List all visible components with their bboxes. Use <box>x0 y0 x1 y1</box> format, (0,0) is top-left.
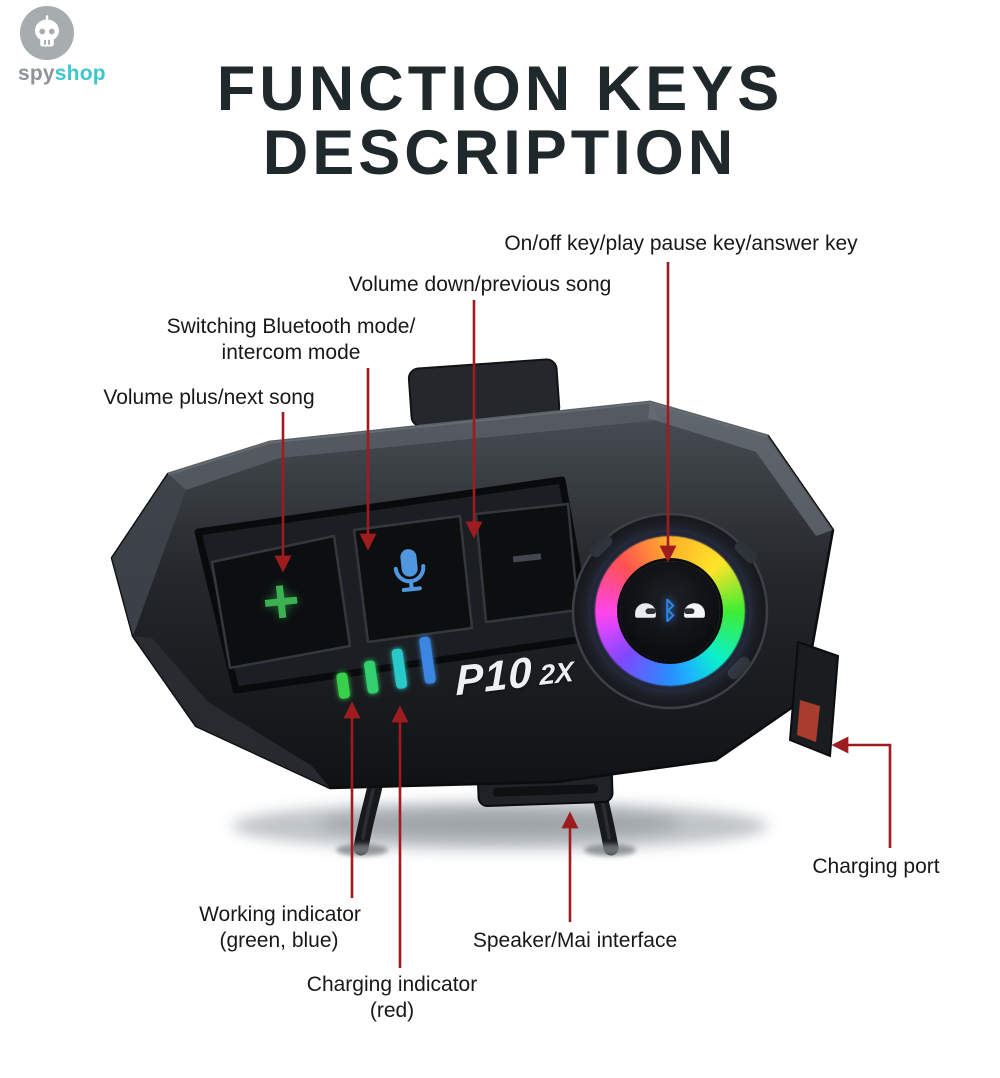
volume-up-glyph: + <box>258 563 304 639</box>
body-top-highlight <box>167 400 769 476</box>
led-bar-2 <box>364 660 379 694</box>
led-bar-3 <box>391 648 408 689</box>
callout-label-power: On/off key/play pause key/answer key <box>504 232 858 255</box>
brand-word-shop: shop <box>54 62 106 85</box>
helmet-right-icon <box>683 602 705 618</box>
body-facet-left-tip <box>112 474 186 636</box>
charging-port-led <box>797 700 820 742</box>
power-key: ᛒ <box>620 561 720 661</box>
callout-label-volume-down: Volume down/previous song <box>348 273 612 296</box>
right-prong-shadow <box>584 844 636 856</box>
body-facet-bottom-left <box>133 636 330 788</box>
callout-label-working-indicator-1: Working indicator <box>199 903 361 926</box>
body-facet-top-left <box>168 402 660 490</box>
left-prong-shadow <box>336 844 388 856</box>
helmet-left-icon <box>635 602 657 618</box>
callout-label-mode-switch-2: intercom mode <box>221 341 361 364</box>
callout-label-working-indicator-2: (green, blue) <box>219 929 339 952</box>
model-variant: 2X <box>539 655 574 692</box>
spy-skull-icon <box>20 6 74 60</box>
skull-glyph <box>35 15 59 47</box>
page-title-line2: DESCRIPTION <box>262 118 738 188</box>
bezel-notch-top-right <box>734 540 758 564</box>
callout-label-charging-indicator-2: (red) <box>369 999 415 1022</box>
microphone-icon <box>393 549 426 593</box>
brand-word-spy: spy <box>18 62 55 85</box>
led-indicator-bars <box>336 636 436 699</box>
volume-up-key <box>210 534 352 670</box>
callout-label-volume-up: Volume plus/next song <box>103 386 315 409</box>
callout-label-speaker: Speaker/Mai interface <box>472 929 678 952</box>
volume-down-glyph: − <box>507 523 547 591</box>
callout-label-charging-port: Charging port <box>812 855 940 878</box>
device-shadow-core <box>320 810 680 838</box>
bezel-notch-top-left <box>589 534 613 558</box>
page-title-line1: FUNCTION KEYS <box>216 54 784 124</box>
callout-label-charging-indicator-1: Charging indicator <box>306 973 478 996</box>
brand-wordmark: spyshop <box>18 62 106 86</box>
bezel-notch-bottom-right <box>727 656 751 680</box>
led-bar-1 <box>336 672 350 699</box>
callout-label-mode-switch-1: Switching Bluetooth mode/ <box>166 315 416 338</box>
bluetooth-icon: ᛒ <box>662 596 678 625</box>
model-name: P10 <box>455 647 534 705</box>
led-bar-4 <box>419 636 436 684</box>
